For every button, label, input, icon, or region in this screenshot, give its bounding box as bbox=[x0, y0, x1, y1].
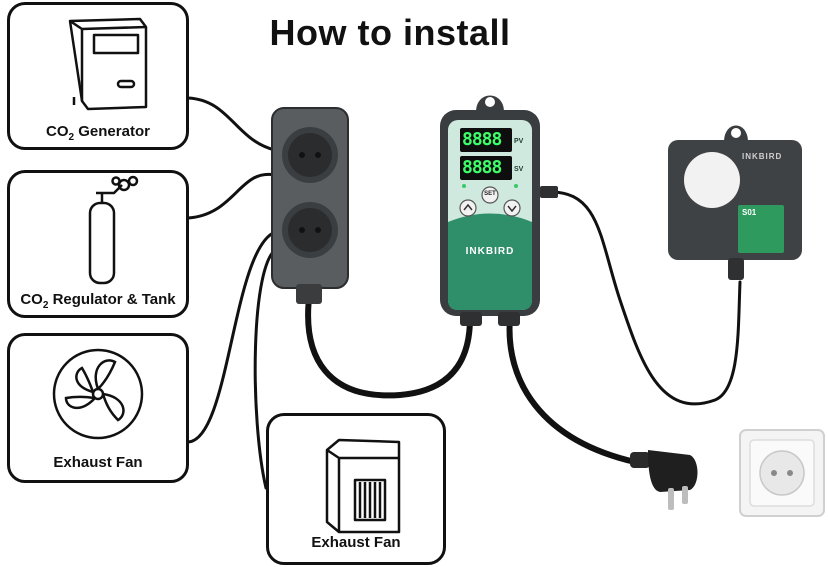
fan-icon bbox=[52, 348, 144, 440]
pv-display: 8888 bbox=[462, 129, 502, 150]
wire-co2-generator bbox=[186, 96, 277, 152]
set-button[interactable]: SET bbox=[484, 191, 496, 197]
wire-exhaust-left bbox=[186, 230, 277, 444]
co2-regulator-label: CO2 Regulator & Tank bbox=[20, 291, 176, 311]
pv-tag: PV bbox=[514, 138, 524, 145]
cable-sensor bbox=[546, 190, 742, 406]
exhaust-fan-bottom-label: Exhaust Fan bbox=[311, 534, 401, 551]
co2-generator-icon bbox=[68, 17, 148, 111]
sv-tag: SV bbox=[514, 166, 524, 173]
exhaust-fan-left-label: Exhaust Fan bbox=[53, 454, 143, 471]
cable-outlet-to-controller bbox=[305, 287, 473, 399]
co2-tank-icon bbox=[88, 175, 139, 285]
exhaust-fan-bottom-box: Exhaust Fan bbox=[266, 413, 446, 565]
cable-controller-to-plug bbox=[506, 315, 638, 465]
sensor-model: S01 bbox=[742, 208, 757, 217]
exhaust-fan-left-box: Exhaust Fan bbox=[7, 333, 189, 483]
page-title: How to install bbox=[269, 12, 511, 53]
exhaust-vent-icon bbox=[325, 438, 401, 534]
co2-generator-label: CO2 Generator bbox=[46, 123, 150, 143]
co2-generator-box: CO2 Generator bbox=[7, 2, 189, 150]
controller-brand: INKBIRD bbox=[465, 246, 515, 257]
wire-exhaust-bottom bbox=[253, 246, 280, 490]
co2-regulator-box: CO2 Regulator & Tank bbox=[7, 170, 189, 318]
sensor-brand: INKBIRD bbox=[742, 152, 783, 161]
sv-display: 8888 bbox=[462, 157, 502, 178]
wire-co2-regulator bbox=[186, 172, 277, 220]
